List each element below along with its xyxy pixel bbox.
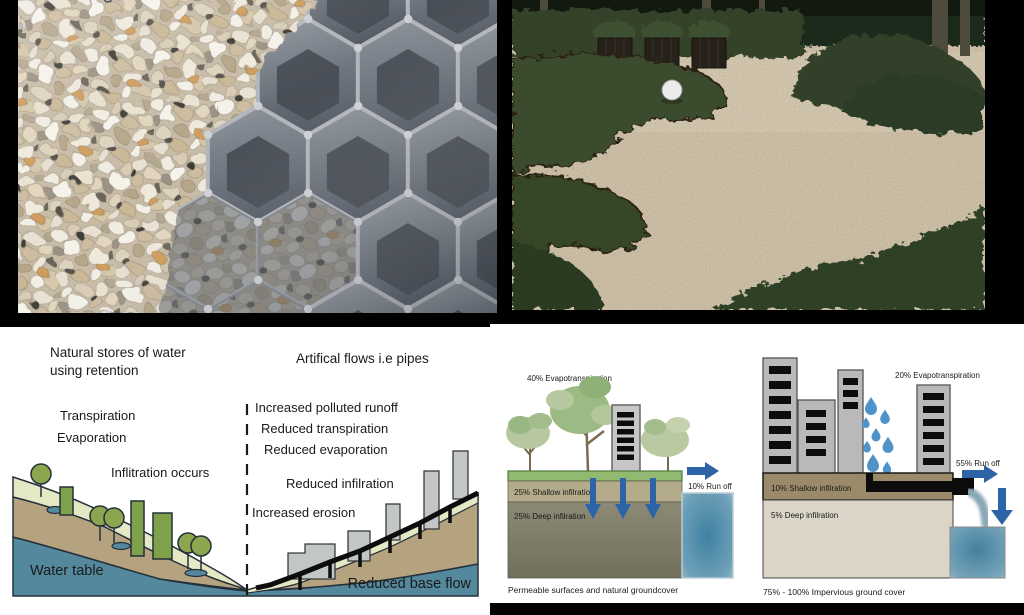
permeable-deep-label: 25% Deep infilration [514, 512, 586, 521]
green-buildings [59, 486, 173, 560]
receiving-water [681, 492, 734, 579]
impervious-deep-layer [762, 499, 954, 579]
sphere-ornament [661, 79, 683, 101]
permeable-evapotranspiration-label: 40% Evapotranspiration [527, 374, 612, 383]
reduced-infiltration-label: Reduced infilration [286, 476, 394, 491]
impervious-water [949, 526, 1006, 579]
retention-diagram-panel: Natural stores of water using retention … [0, 327, 490, 615]
rain-drops [862, 397, 894, 474]
permeable-shallow-label: 25% Shallow infilration [514, 488, 595, 497]
impervious-runoff-label: 55% Run off [956, 459, 1001, 468]
outflow-stream [965, 487, 991, 529]
valley-diagram: Natural stores of water using retention … [12, 345, 480, 597]
planter [688, 21, 730, 69]
increased-erosion-label: Increased erosion [252, 505, 355, 520]
planters [594, 21, 730, 69]
impervious-deep-label: 5% Deep infilration [771, 511, 838, 520]
reduced-transpiration-label: Reduced transpiration [261, 421, 388, 436]
reduced-evaporation-label: Reduced evaporation [264, 442, 388, 457]
infiltration-comparison-panel: 40% Evapotranspiration [490, 324, 1024, 603]
corner-hedge [512, 240, 603, 310]
photo-lighting [18, 0, 497, 313]
impervious-caption: 75% - 100% Impervious ground cover [763, 587, 905, 597]
foreground-bush [712, 205, 985, 310]
trees [30, 463, 212, 571]
impervious-evapotranspiration-label: 20% Evapotranspiration [895, 371, 980, 380]
curved-hedge-lower [512, 173, 647, 260]
reduced-base-flow-label: Reduced base flow [348, 576, 472, 592]
transpiration-label: Transpiration [60, 408, 135, 423]
permeable-diagram: 40% Evapotranspiration [506, 374, 734, 595]
gray-buildings [287, 450, 469, 580]
garden-photo [512, 0, 985, 310]
evaporation-label: Evaporation [57, 430, 126, 445]
right-bush-lower [840, 73, 985, 134]
natural-heading-line2: using retention [50, 363, 139, 378]
gravel-grid-art [18, 0, 497, 313]
permeable-runoff-arrow [687, 462, 719, 480]
pipe-network [255, 490, 480, 591]
infiltration-occurs-label: Inflitration occurs [111, 465, 210, 480]
building-windows [769, 366, 944, 465]
infiltration-arrows [585, 478, 661, 519]
polluted-runoff-label: Increased polluted runoff [255, 400, 398, 415]
impervious-down-arrow [991, 488, 1013, 525]
impervious-shallow-label: 10% Shallow infilration [771, 484, 852, 493]
natural-heading-line1: Natural stores of water [50, 345, 186, 360]
gravel-grid-photo [18, 0, 497, 313]
artificial-heading: Artifical flows i.e pipes [296, 351, 429, 366]
permeable-building [611, 404, 641, 473]
impervious-diagram: 20% Evapotranspiration 10% Shallow infil… [762, 357, 1013, 597]
impervious-runoff-arrow [962, 465, 998, 483]
garden-art [512, 0, 985, 310]
permeable-trees [506, 376, 690, 472]
water-table-label: Water table [30, 563, 104, 579]
permeable-runoff-label: 10% Run off [688, 482, 733, 491]
permeable-caption: Permeable surfaces and natural groundcov… [508, 585, 678, 595]
infiltration-ponds [46, 505, 208, 578]
sphere-shadow [661, 98, 683, 104]
